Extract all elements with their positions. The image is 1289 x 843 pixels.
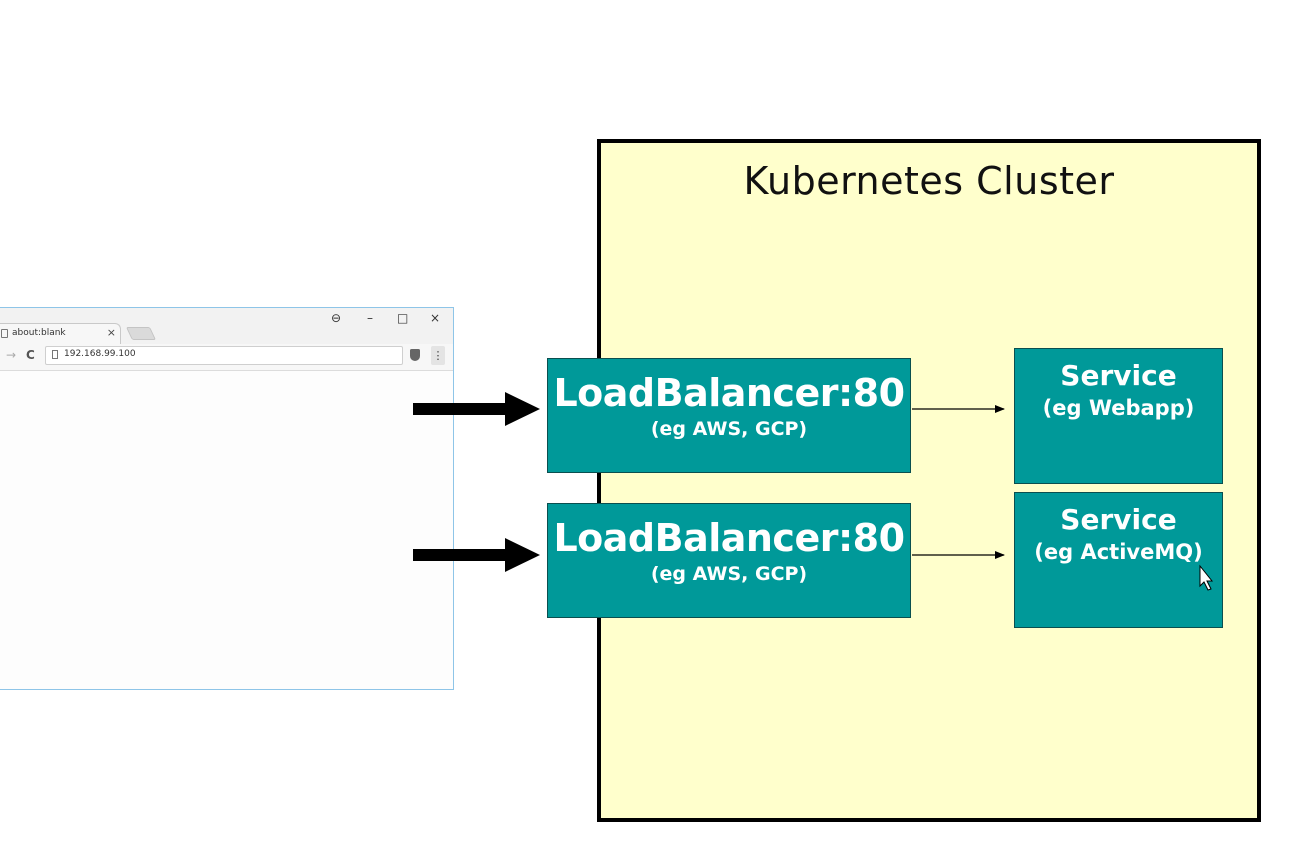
service-label: Service [1060, 359, 1177, 392]
service-activemq: Service (eg ActiveMQ) [1014, 492, 1223, 628]
load-balancer-sublabel: (eg AWS, GCP) [650, 563, 808, 585]
load-balancer-1: LoadBalancer:80 (eg AWS, GCP) [547, 358, 911, 473]
load-balancer-2: LoadBalancer:80 (eg AWS, GCP) [547, 503, 911, 618]
load-balancer-label: LoadBalancer:80 [553, 371, 905, 415]
profile-icon[interactable]: ⊖ [331, 311, 342, 325]
cluster-title: Kubernetes Cluster [743, 159, 1115, 203]
forward-icon[interactable]: → [6, 348, 17, 362]
close-icon[interactable]: × [430, 311, 441, 325]
browser-window: about:blank × ⊖ – □ × → C 192.168.99.100… [0, 307, 454, 690]
address-bar[interactable]: 192.168.99.100 [45, 346, 403, 365]
service-label: Service [1060, 503, 1177, 536]
tab-title: about:blank [12, 328, 66, 338]
page-icon [52, 350, 58, 359]
page-icon [1, 329, 8, 338]
menu-icon[interactable]: ⋮ [431, 346, 445, 365]
load-balancer-label: LoadBalancer:80 [553, 516, 905, 560]
minimize-icon[interactable]: – [367, 311, 373, 325]
browser-toolbar: → C 192.168.99.100 ⋮ [0, 344, 453, 371]
browser-titlebar: about:blank × ⊖ – □ × [0, 308, 453, 345]
service-sublabel: (eg Webapp) [1042, 396, 1195, 420]
service-webapp: Service (eg Webapp) [1014, 348, 1223, 484]
tab-close-icon[interactable]: × [106, 326, 116, 339]
reload-icon[interactable]: C [26, 348, 35, 362]
load-balancer-sublabel: (eg AWS, GCP) [650, 418, 808, 440]
maximize-icon[interactable]: □ [397, 311, 409, 325]
service-sublabel: (eg ActiveMQ) [1034, 540, 1203, 564]
extension-shield-icon[interactable] [410, 349, 420, 361]
browser-tab[interactable]: about:blank × [0, 323, 121, 345]
url-text: 192.168.99.100 [64, 349, 136, 359]
new-tab-button[interactable] [125, 327, 157, 340]
